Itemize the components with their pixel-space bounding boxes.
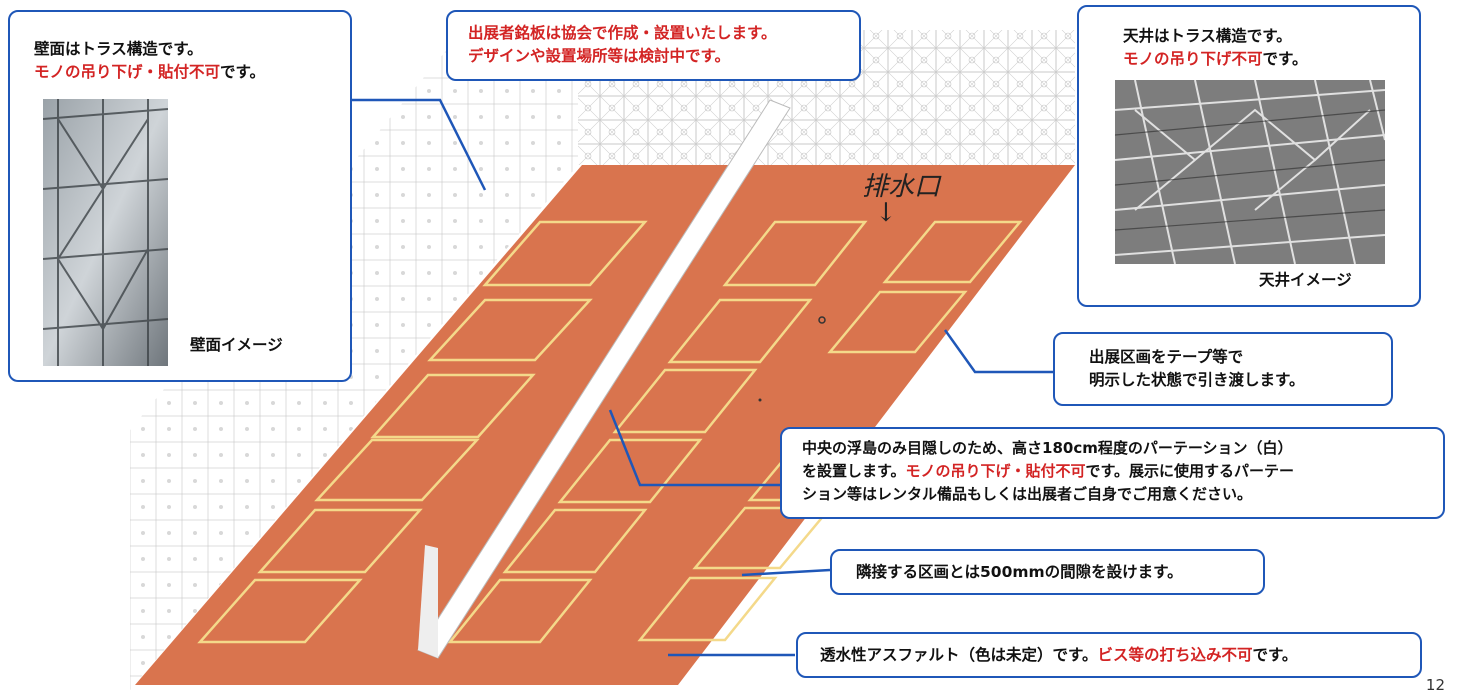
- partition-line2-head: を設置します。: [802, 462, 906, 480]
- wall-callout-line1: 壁面はトラス構造です。: [34, 40, 203, 58]
- ceiling-callout: 天井はトラス構造です。 モノの吊り下げ不可です。 天井イメージ: [1077, 5, 1421, 307]
- gap-text: 隣接する区画とは500mmの間隙を設けます。: [856, 563, 1183, 581]
- center-partition-edge: [418, 545, 438, 658]
- ceiling-callout-line1: 天井はトラス構造です。: [1123, 27, 1292, 45]
- partition-line2: を設置します。モノの吊り下げ・貼付不可です。展示に使用するパーテー: [802, 460, 1443, 483]
- ceiling-callout-line2: モノの吊り下げ不可です。: [1123, 48, 1419, 71]
- left-truss-wall: [130, 30, 578, 690]
- wall-warning: モノの吊り下げ・貼付不可: [34, 63, 221, 81]
- wall-callout-tail: です。: [220, 63, 265, 81]
- ceiling-callout-tail: です。: [1262, 50, 1308, 68]
- asphalt-callout: 透水性アスファルト（色は未定）です。ビス等の打ち込み不可です。: [796, 632, 1422, 678]
- booth-tape-middle-column: [447, 220, 868, 644]
- partition-warning: モノの吊り下げ・貼付不可: [905, 462, 1086, 480]
- asphalt-warning: ビス等の打ち込み不可: [1097, 646, 1253, 664]
- ceiling-image: [1115, 80, 1385, 264]
- ceiling-warning: モノの吊り下げ不可: [1123, 50, 1263, 68]
- partition-line1: 中央の浮島のみ目隠しのため、高さ180cm程度のパーテーション（白）: [802, 439, 1293, 457]
- ceiling-image-caption: 天井イメージ: [1259, 271, 1352, 289]
- asphalt-floor: [135, 165, 1075, 685]
- asphalt-head: 透水性アスファルト（色は未定）です。: [820, 646, 1098, 664]
- booth-tape-left-column: [197, 220, 648, 644]
- booth-line2: 明示した状態で引き渡します。: [1089, 371, 1305, 389]
- leader-lines: [350, 98, 1055, 657]
- asphalt-tail: です。: [1252, 646, 1298, 664]
- partition-line3: ション等はレンタル備品もしくは出展者ご自身でご用意ください。: [802, 485, 1253, 503]
- booth-line1: 出展区画をテープ等で: [1089, 348, 1244, 366]
- marker-dot: [758, 398, 762, 402]
- marker-dot: [818, 316, 826, 324]
- wall-image-caption: 壁面イメージ: [190, 336, 283, 354]
- wall-callout: 壁面はトラス構造です。 モノの吊り下げ・貼付不可です。 壁面イメージ: [8, 10, 352, 382]
- wall-callout-line2: モノの吊り下げ・貼付不可です。: [34, 61, 350, 84]
- nameplate-callout: 出展者銘板は協会で作成・設置いたします。 デザインや設置場所等は検討中です。: [446, 10, 861, 81]
- partition-callout: 中央の浮島のみ目隠しのため、高さ180cm程度のパーテーション（白） を設置しま…: [780, 427, 1445, 519]
- page-number: 12: [1425, 676, 1445, 694]
- booth-callout: 出展区画をテープ等で 明示した状態で引き渡します。: [1053, 332, 1393, 406]
- nameplate-line2: デザインや設置場所等は検討中です。: [468, 47, 730, 65]
- drain-arrow: ↓: [875, 198, 897, 228]
- nameplate-line1: 出展者銘板は協会で作成・設置いたします。: [468, 24, 777, 42]
- wall-image: [43, 99, 168, 366]
- drain-handwritten-note: 排水口: [862, 172, 941, 202]
- partition-line2-tail: です。展示に使用するパーテー: [1085, 462, 1295, 480]
- gap-callout: 隣接する区画とは500mmの間隙を設けます。: [830, 549, 1265, 595]
